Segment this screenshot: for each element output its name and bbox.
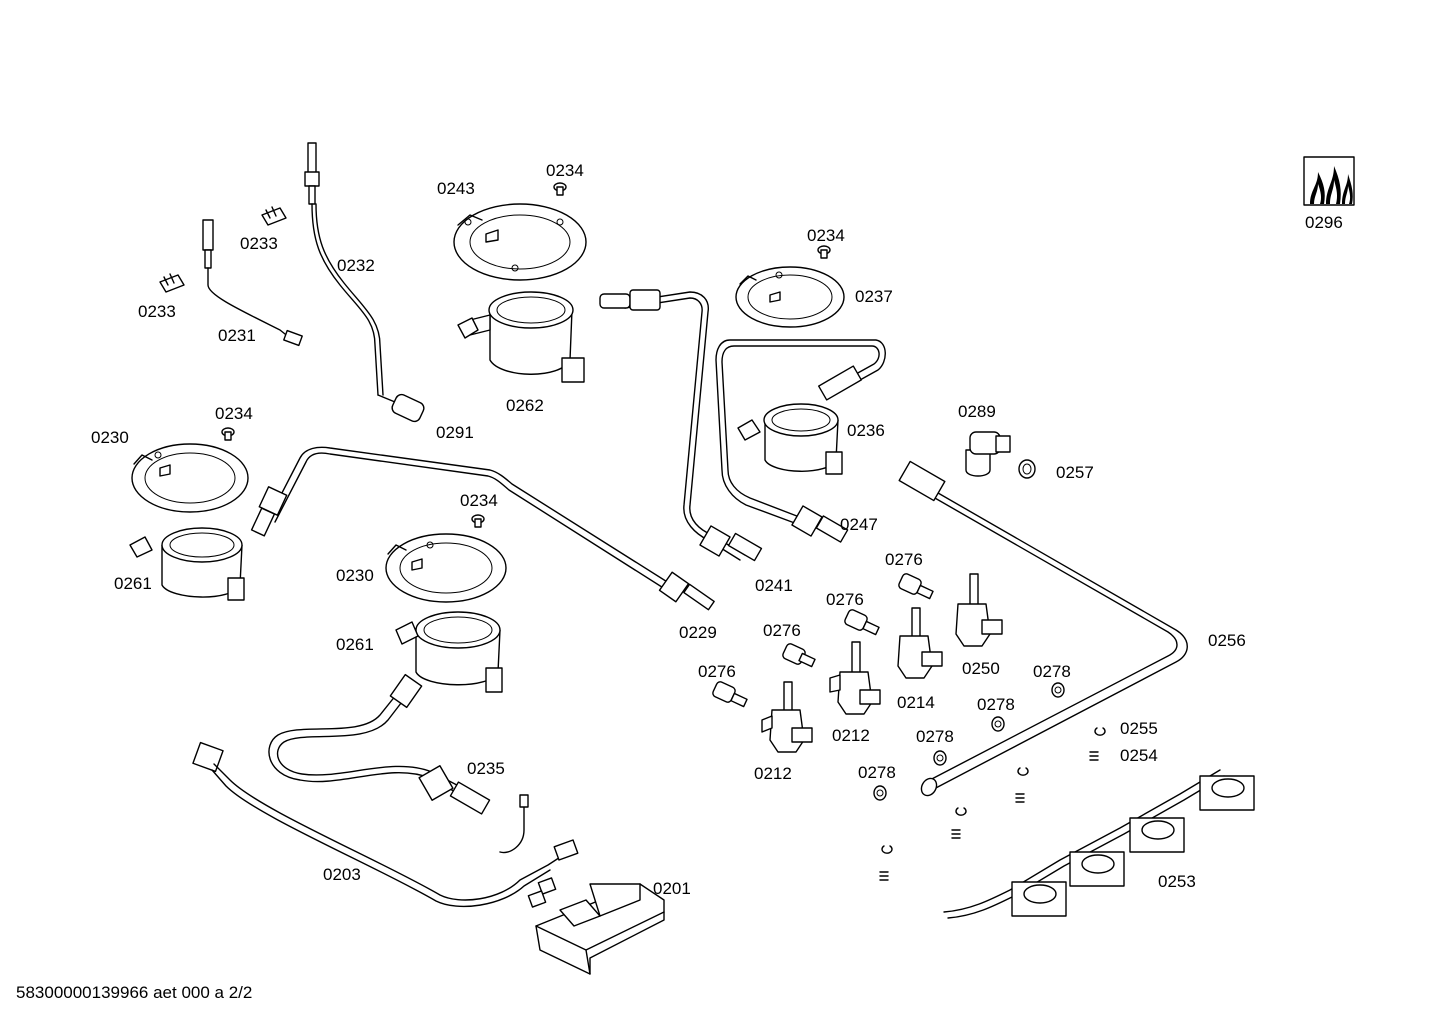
- burner-cup-center: [395, 611, 503, 693]
- label-0261-left: 0261: [114, 574, 152, 593]
- label-0253: 0253: [1158, 872, 1196, 891]
- gas-flame-logo: [1303, 156, 1355, 206]
- screw-0276-c: [844, 609, 880, 636]
- valve-0212-left: [761, 681, 813, 753]
- label-0296: 0296: [1305, 213, 1343, 232]
- label-0276-b: 0276: [763, 621, 801, 640]
- thermocouple-part: [304, 142, 425, 423]
- screw-0234-left: [221, 427, 235, 441]
- screw-0276-a: [712, 681, 748, 708]
- label-0243: 0243: [437, 179, 475, 198]
- label-0232: 0232: [337, 256, 375, 275]
- screw-0234-center: [471, 514, 485, 528]
- screw-0276-b: [782, 643, 816, 668]
- gas-pipe-0241: [599, 289, 763, 562]
- label-0241: 0241: [755, 576, 793, 595]
- clip-part-lower: [159, 273, 185, 293]
- label-0236: 0236: [847, 421, 885, 440]
- label-0231: 0231: [218, 326, 256, 345]
- label-0261-center: 0261: [336, 635, 374, 654]
- label-0276-c: 0276: [826, 590, 864, 609]
- cable-harness-0203: [192, 741, 579, 908]
- main-gas-pipe-0256: [898, 460, 1188, 797]
- washer-0278-b: [933, 750, 947, 766]
- screw-0276-d: [898, 573, 934, 600]
- label-0201: 0201: [653, 879, 691, 898]
- label-0237: 0237: [855, 287, 893, 306]
- label-0234-center: 0234: [460, 491, 498, 510]
- part-labels: 0296 0243 0234 0234 0234 0234 0233 0233 …: [91, 161, 1343, 898]
- springs-0254: [879, 751, 1099, 881]
- label-0234-left: 0234: [215, 404, 253, 423]
- gasket-left: [131, 443, 249, 513]
- label-0291: 0291: [436, 423, 474, 442]
- label-0278-b: 0278: [916, 727, 954, 746]
- label-0257: 0257: [1056, 463, 1094, 482]
- gas-pipe-0247: [715, 339, 886, 543]
- label-0234-top: 0234: [546, 161, 584, 180]
- gasket-top: [453, 203, 587, 281]
- label-0262: 0262: [506, 396, 544, 415]
- label-0276-a: 0276: [698, 662, 736, 681]
- label-0250: 0250: [962, 659, 1000, 678]
- label-0203: 0203: [323, 865, 361, 884]
- label-0212-right: 0212: [832, 726, 870, 745]
- valve-0214: [897, 607, 943, 679]
- elbow-0289: [965, 431, 1011, 477]
- screw-0234-top: [553, 182, 567, 196]
- label-0229: 0229: [679, 623, 717, 642]
- valve-0250: [955, 573, 1003, 647]
- label-0234-right: 0234: [807, 226, 845, 245]
- ignition-electrode-part: [202, 219, 303, 347]
- gasket-center: [385, 533, 507, 603]
- washer-0278-d: [1051, 682, 1065, 698]
- screw-0234-right: [817, 245, 831, 259]
- label-0276-d: 0276: [885, 550, 923, 569]
- label-0233-lower: 0233: [138, 302, 176, 321]
- label-0289: 0289: [958, 402, 996, 421]
- label-0230-left: 0230: [91, 428, 129, 447]
- washer-0257: [1018, 459, 1036, 479]
- document-footer-id: 58300000139966 aet 000 a 2/2: [16, 983, 252, 1002]
- gas-pipe-0229: [250, 446, 715, 611]
- label-0235: 0235: [467, 759, 505, 778]
- burner-cup-top: [457, 291, 585, 383]
- label-0233-upper: 0233: [240, 234, 278, 253]
- burner-cup-right: [737, 403, 843, 475]
- washer-0278-a: [873, 785, 887, 801]
- gasket-right: [735, 266, 845, 328]
- label-0247: 0247: [840, 515, 878, 534]
- label-0212-left: 0212: [754, 764, 792, 783]
- label-0278-d: 0278: [1033, 662, 1071, 681]
- washer-0278-c: [991, 716, 1005, 732]
- ignition-switch-harness-0253: [943, 769, 1255, 919]
- clip-part-upper: [261, 206, 287, 226]
- valve-0212-right: [829, 641, 881, 715]
- flex-hose-0235: [268, 673, 491, 815]
- label-0278-c: 0278: [977, 695, 1015, 714]
- label-0230-center: 0230: [336, 566, 374, 585]
- label-0254: 0254: [1120, 746, 1158, 765]
- label-0255: 0255: [1120, 719, 1158, 738]
- burner-cup-left: [129, 527, 245, 601]
- label-0256: 0256: [1208, 631, 1246, 650]
- label-0278-a: 0278: [858, 763, 896, 782]
- label-0214: 0214: [897, 693, 935, 712]
- clips-0255: [881, 727, 1106, 854]
- spark-generator-0201: [535, 883, 665, 975]
